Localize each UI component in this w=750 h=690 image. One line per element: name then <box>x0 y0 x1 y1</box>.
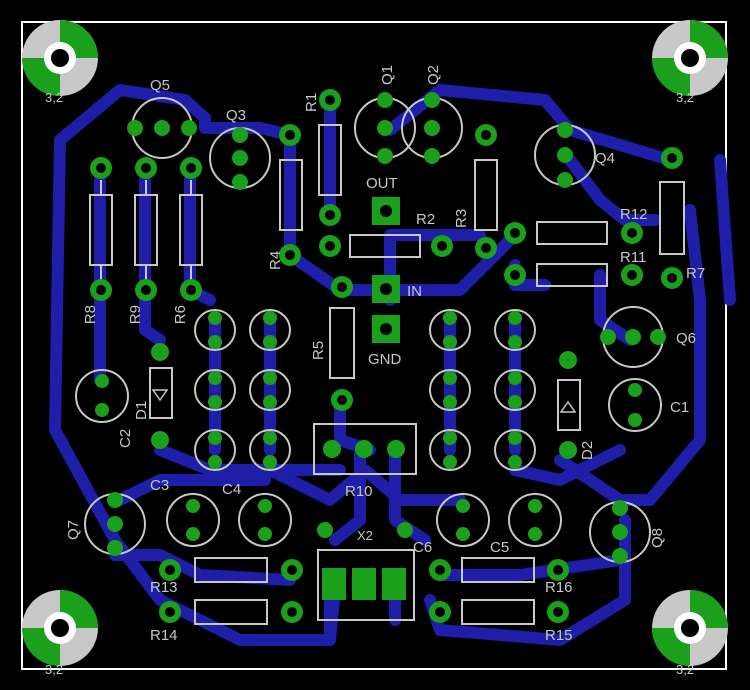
led <box>249 369 291 411</box>
label-q4: Q4 <box>595 150 615 167</box>
led <box>494 309 536 351</box>
transistor-q3: Q3 <box>209 107 271 190</box>
connector-out: OUT <box>366 175 400 225</box>
label-gnd: GND <box>368 351 402 368</box>
resistor-r12: R12 <box>504 206 648 245</box>
led <box>194 429 236 471</box>
resistor-r1: R1 <box>303 89 342 226</box>
label-q5: Q5 <box>150 77 170 94</box>
led <box>429 429 471 471</box>
led <box>494 369 536 411</box>
label-q7: Q7 <box>65 520 82 540</box>
transistor-q1: Q1 <box>354 65 416 164</box>
label-out: OUT <box>366 175 398 192</box>
led <box>429 309 471 351</box>
label-c2: C2 <box>117 429 134 448</box>
led <box>194 369 236 411</box>
copper-traces <box>49 84 736 646</box>
resistor-r6: R6 <box>172 157 203 324</box>
label-r10: R10 <box>345 483 373 500</box>
resistor-r8: R8 <box>82 157 113 324</box>
label-c5: C5 <box>490 539 509 556</box>
mounting-hole-label: 3,2 <box>45 90 63 105</box>
diode-d1: D1 <box>133 343 173 449</box>
resistor-r15: R15 <box>429 599 573 644</box>
capacitor-c5: C5 <box>490 493 562 556</box>
resistor-r16: R16 <box>429 557 573 596</box>
label-r6: R6 <box>172 305 189 324</box>
led <box>249 429 291 471</box>
label-d1: D1 <box>133 401 150 420</box>
connector-x2: X2 <box>317 522 415 621</box>
transistor-q8: Q8 <box>589 500 666 564</box>
transistor-q7: Q7 <box>65 492 146 556</box>
label-r1: R1 <box>303 93 320 112</box>
resistor-r13: R13 <box>150 557 303 596</box>
label-r14: R14 <box>150 627 178 644</box>
transistor-q6: Q6 <box>600 306 696 368</box>
label-r9: R9 <box>127 305 144 324</box>
resistor-r11: R11 <box>504 249 646 287</box>
label-r13: R13 <box>150 579 178 596</box>
mounting-hole-label: 3,2 <box>676 90 694 105</box>
label-c6: C6 <box>413 539 432 556</box>
label-c4: C4 <box>222 481 241 498</box>
label-c3: C3 <box>150 477 169 494</box>
resistor-r4: R4 <box>267 124 303 270</box>
resistor-r9: R9 <box>127 157 158 324</box>
connector-gnd: GND <box>368 315 402 368</box>
mounting-hole-bottom-left: 3,2 <box>22 590 98 677</box>
led <box>494 429 536 471</box>
led <box>194 309 236 351</box>
led-group-right <box>429 309 536 471</box>
label-q8: Q8 <box>649 528 666 548</box>
mounting-hole-top-left: 3,2 <box>22 20 98 105</box>
label-r16: R16 <box>545 579 573 596</box>
capacitor-c3: C3 <box>150 477 220 547</box>
label-x2: X2 <box>357 528 373 543</box>
capacitor-c1: C1 <box>608 378 689 432</box>
resistor-r7: R7 <box>659 147 705 289</box>
label-r3: R3 <box>453 209 470 228</box>
label-c1: C1 <box>670 399 689 416</box>
label-r8: R8 <box>82 305 99 324</box>
resistor-r14: R14 <box>150 599 303 644</box>
label-in: IN <box>407 283 422 300</box>
label-q6: Q6 <box>676 330 696 347</box>
mounting-hole-bottom-right: 3,2 <box>652 590 728 677</box>
label-r2: R2 <box>416 211 435 228</box>
label-r7: R7 <box>686 265 705 282</box>
transistor-q2: Q2 <box>401 65 463 164</box>
label-r5: R5 <box>310 341 327 360</box>
resistor-r2: R2 <box>319 211 453 258</box>
capacitor-c2: C2 <box>75 369 134 448</box>
label-q2: Q2 <box>425 65 442 85</box>
label-r12: R12 <box>620 206 648 223</box>
label-q1: Q1 <box>379 65 396 85</box>
resistor-r5: R5 <box>310 276 355 411</box>
diode-d2: D2 <box>557 351 596 460</box>
board-outline <box>21 21 727 670</box>
label-r11: R11 <box>620 249 646 266</box>
resistor-r10: R10 <box>313 423 417 500</box>
mounting-hole-top-right: 3,2 <box>652 20 728 105</box>
led <box>249 309 291 351</box>
label-d2: D2 <box>579 441 596 460</box>
connector-in: IN <box>372 275 422 303</box>
capacitor-c4: C4 <box>222 481 292 547</box>
label-r4: R4 <box>267 251 284 270</box>
mounting-hole-label: 3,2 <box>676 662 694 677</box>
capacitor-c6: C6 <box>413 493 490 556</box>
resistor-r3: R3 <box>453 124 498 259</box>
label-r15: R15 <box>545 627 573 644</box>
transistor-q5: Q5 <box>127 77 197 159</box>
mounting-hole-label: 3,2 <box>45 662 63 677</box>
transistor-q4: Q4 <box>534 122 615 188</box>
led-group-left <box>194 309 291 471</box>
label-q3: Q3 <box>226 107 246 124</box>
led <box>429 369 471 411</box>
